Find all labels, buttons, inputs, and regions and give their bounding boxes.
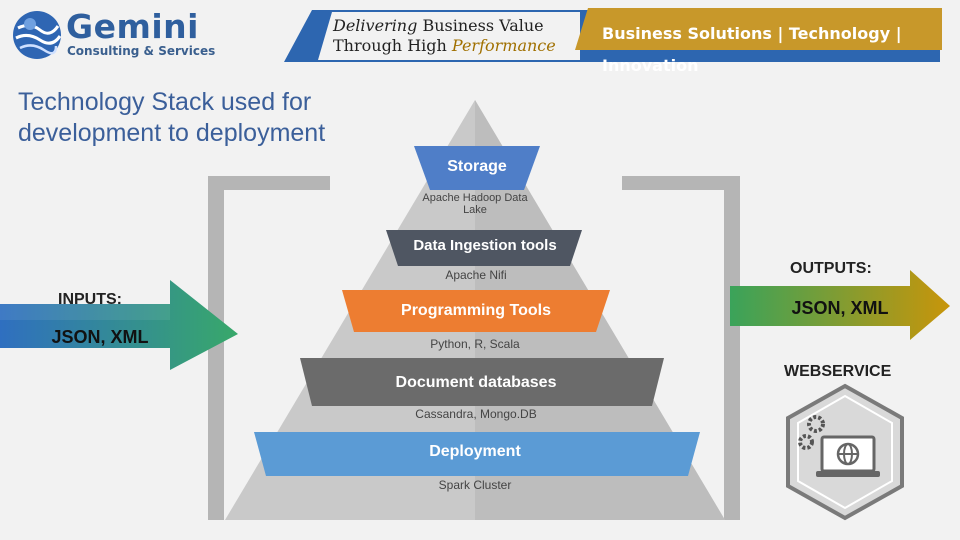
tier-title-documents: Document databases — [395, 374, 557, 391]
tier-band-storage — [414, 146, 540, 190]
logo-subtitle: Consulting & Services — [67, 44, 216, 58]
inputs-label: INPUTS: — [58, 291, 122, 308]
globe-icon — [13, 11, 62, 59]
tagline-part3: Performance — [451, 36, 556, 55]
webservice-label: WEBSERVICE — [784, 363, 892, 380]
tier-subtitle-documents: Cassandra, Mongo.DB — [415, 407, 537, 421]
tier-title-storage: Storage — [447, 158, 507, 175]
tier-band-ingestion — [386, 230, 582, 266]
tagline-part1: Delivering — [333, 16, 418, 35]
header-banner — [284, 8, 942, 62]
tier-band-deployment — [254, 432, 700, 476]
outputs-arrow — [730, 270, 950, 340]
tier-subtitle-ingestion: Apache Nifi — [445, 268, 507, 282]
inputs-arrow — [0, 280, 238, 370]
outputs-value: JSON, XML — [791, 298, 889, 318]
tier-title-deployment: Deployment — [429, 443, 521, 460]
page-title: Technology Stack used for development to… — [18, 88, 326, 147]
tier-title-programming: Programming Tools — [401, 302, 551, 319]
tier-subtitle-deployment: Spark Cluster — [438, 478, 512, 492]
tier-band-documents — [300, 358, 664, 406]
inputs-value: JSON, XML — [51, 327, 149, 347]
logo-title: Gemini — [66, 7, 199, 46]
tagline-part2: Business Value Through High — [333, 16, 544, 55]
banner-text: Business Solutions | Technology | Innova… — [602, 24, 902, 75]
webservice-icon — [786, 383, 904, 521]
tier-subtitle-storage: Apache Hadoop Data Lake — [422, 192, 528, 216]
outputs-label: OUTPUTS: — [790, 260, 872, 277]
tier-band-programming — [342, 290, 610, 332]
tier-title-ingestion: Data Ingestion tools — [413, 237, 557, 254]
tier-subtitle-programming: Python, R, Scala — [430, 337, 520, 351]
tagline: Delivering Business Value Through High P… — [333, 16, 568, 56]
